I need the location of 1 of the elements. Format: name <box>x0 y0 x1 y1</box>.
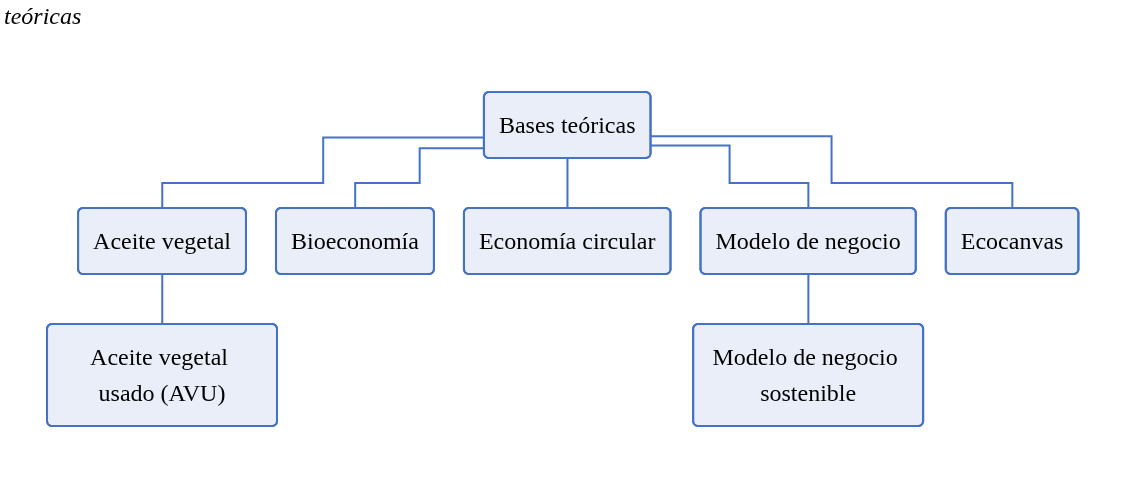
figure-title: teóricas <box>4 2 82 30</box>
